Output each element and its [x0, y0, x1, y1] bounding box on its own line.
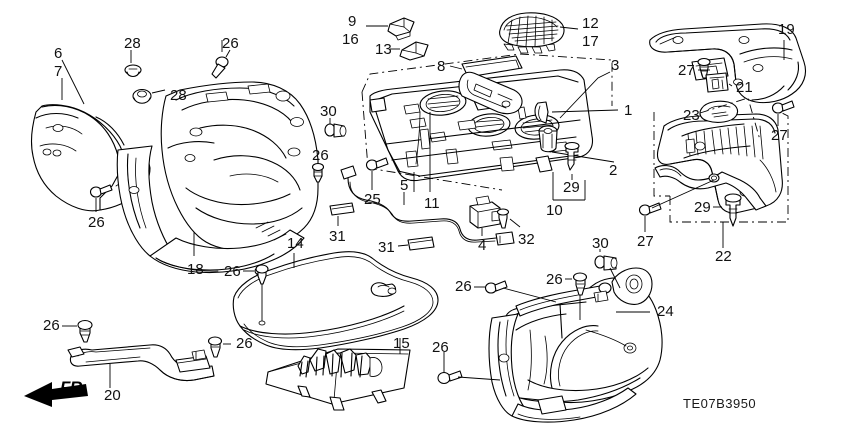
callout-8: 8 — [437, 58, 446, 75]
part-12-17-speaker-grille — [499, 12, 565, 54]
part-26-screw-c — [89, 184, 113, 198]
part-26-screw-b — [311, 162, 325, 183]
part-9-16-clip — [387, 17, 415, 41]
callout-24: 24 — [657, 303, 674, 320]
part-32-fastener — [496, 208, 510, 229]
part-26-screw-mat — [255, 264, 269, 285]
callout-26-i: 26 — [432, 339, 449, 356]
callout-29-a: 29 — [563, 179, 580, 196]
front-direction-label: FR. — [60, 378, 86, 397]
callout-6: 6 — [54, 45, 63, 62]
callout-18: 18 — [187, 261, 204, 278]
callout-26-a: 26 — [222, 35, 239, 52]
callout-26-e: 26 — [43, 317, 60, 334]
part-14-trunk-mat — [232, 251, 439, 351]
part-15-tool-kit — [265, 348, 411, 411]
part-28-clips — [124, 64, 152, 104]
part-20-bracket — [67, 344, 215, 382]
part-5-wire-harness — [340, 165, 515, 246]
callout-7: 7 — [54, 63, 63, 80]
callout-26-f: 26 — [236, 335, 253, 352]
callout-30-a: 30 — [320, 103, 337, 120]
callout-1: 1 — [624, 102, 633, 119]
callout-14: 14 — [287, 235, 304, 252]
callout-31-a: 31 — [329, 228, 346, 245]
part-26-screw-i — [437, 370, 463, 385]
part-30-clip-b — [594, 255, 618, 271]
callout-30-b: 30 — [592, 235, 609, 252]
part-26-screw-h — [572, 272, 588, 296]
arrow-left-icon — [24, 382, 88, 407]
callout-9: 9 — [348, 13, 357, 30]
callout-26-c: 26 — [88, 214, 105, 231]
callout-3: 3 — [611, 57, 620, 74]
callout-2: 2 — [609, 162, 618, 179]
part-22-rear-trim — [654, 113, 783, 214]
callout-27-c: 27 — [637, 233, 654, 250]
callout-17: 17 — [582, 33, 599, 50]
callout-22: 22 — [715, 248, 732, 265]
part-19-upper-trim — [649, 23, 807, 104]
callout-28-b: 28 — [170, 87, 187, 104]
callout-10: 10 — [546, 202, 563, 219]
callout-31-b: 31 — [378, 239, 395, 256]
callout-4: 4 — [478, 237, 487, 254]
callout-15: 15 — [393, 335, 410, 352]
part-23-clip — [699, 100, 739, 123]
callout-28-a: 28 — [124, 35, 141, 52]
part-26-screw-g — [484, 280, 508, 294]
callout-29-b: 29 — [694, 199, 711, 216]
part-1-clip — [534, 101, 549, 124]
part-27-bolt-c — [638, 202, 662, 216]
callout-11: 11 — [424, 195, 440, 212]
part-30-clip-a — [324, 123, 347, 138]
callout-26-d: 26 — [224, 263, 241, 280]
callout-32: 32 — [518, 231, 535, 248]
part-27-bolt-b — [771, 100, 795, 114]
callout-21: 21 — [736, 79, 753, 96]
callout-19: 19 — [778, 21, 795, 38]
callout-25: 25 — [364, 191, 381, 208]
part-31-pad-b — [407, 236, 435, 251]
diagram-code: TE07B3950 — [683, 396, 757, 411]
callout-27-b: 27 — [771, 127, 788, 144]
part-2-grommet — [538, 125, 558, 153]
callout-26-g: 26 — [455, 278, 472, 295]
part-26-screw-f — [207, 336, 223, 358]
part-4-bracket — [469, 195, 501, 229]
callout-20: 20 — [104, 387, 121, 404]
callout-13: 13 — [375, 41, 392, 58]
part-25-bolt — [365, 157, 389, 171]
part-29-fastener-b — [724, 193, 742, 227]
part-18-side-lining — [116, 81, 319, 274]
callout-26-h: 26 — [546, 271, 563, 288]
callout-26-b: 26 — [312, 147, 329, 164]
part-24-side-lining — [488, 267, 663, 423]
callout-27-a: 27 — [678, 62, 695, 79]
callout-16: 16 — [342, 31, 359, 48]
callout-12: 12 — [582, 15, 599, 32]
callout-23: 23 — [683, 107, 700, 124]
part-3-grip — [458, 71, 523, 115]
part-13-clip — [399, 41, 429, 61]
part-31-pad-a — [329, 202, 355, 216]
part-26-screw-e — [77, 319, 93, 343]
callout-5: 5 — [400, 177, 409, 194]
part-29-fastener-a — [564, 141, 580, 171]
part-21-clip — [705, 72, 729, 93]
part-26-screw-a — [211, 56, 229, 79]
